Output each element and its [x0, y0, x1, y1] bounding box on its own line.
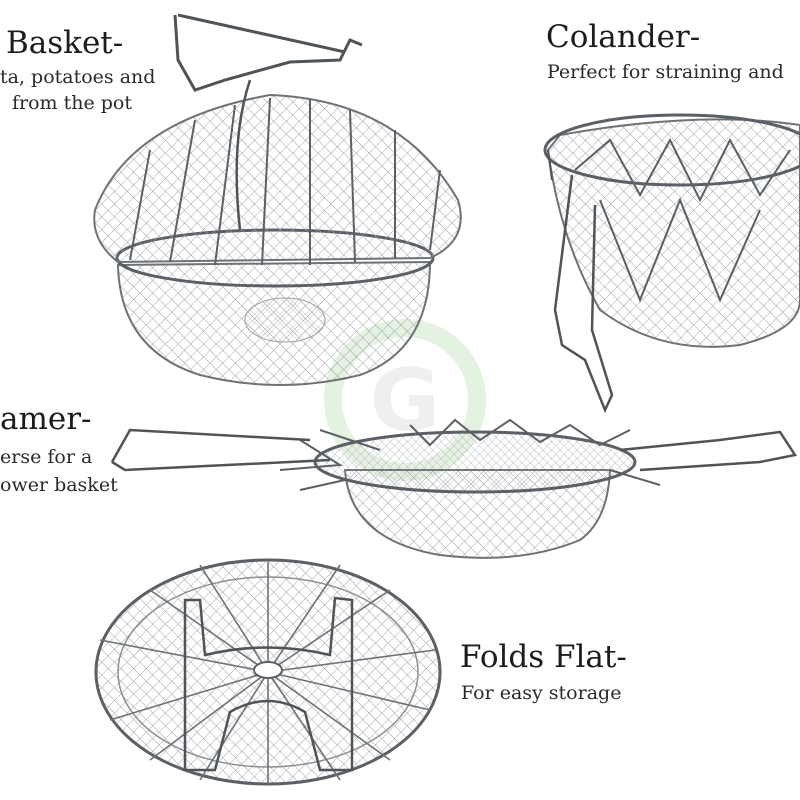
folds-flat-title: Folds Flat-	[460, 639, 627, 675]
colander-description-line-1: Perfect for straining and	[547, 61, 784, 83]
colander-illustration	[543, 113, 800, 414]
basket-description-line-1: ta, potatoes and	[0, 66, 156, 88]
steamer-description-line-2: ower basket	[0, 474, 118, 496]
folds-flat-description-line-1: For easy storage	[461, 682, 622, 704]
basket-illustration	[93, 13, 462, 386]
basket-description-line-2: from the pot	[12, 92, 133, 114]
flat-basket-illustration	[94, 558, 442, 786]
steamer-title: amer-	[0, 401, 92, 437]
steamer-illustration	[110, 418, 798, 559]
basket-title: Basket-	[6, 25, 124, 61]
colander-title: Colander-	[546, 19, 701, 55]
steamer-description-line-1: erse for a	[0, 446, 93, 468]
